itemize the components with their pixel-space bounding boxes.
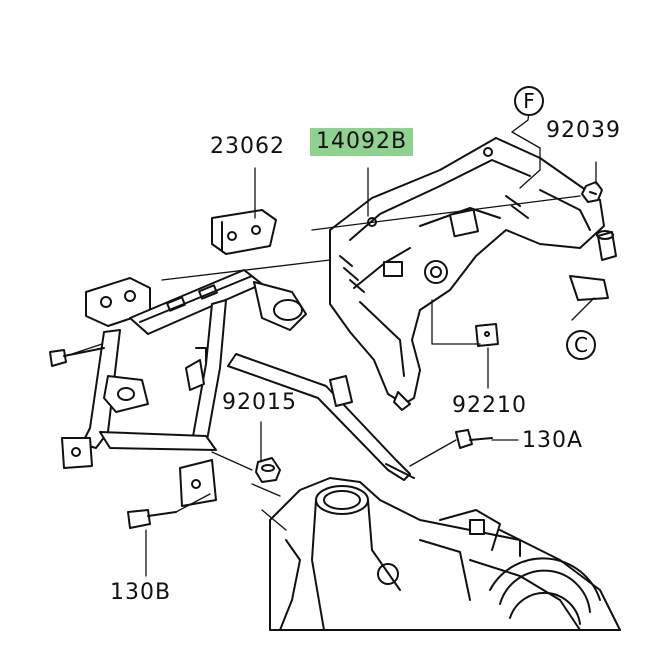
- label-130A: 130A: [522, 428, 584, 453]
- bracket-14092B: [329, 137, 609, 411]
- callout-c: C: [566, 330, 596, 360]
- bolt-left: [49, 347, 105, 367]
- label-92015: 92015: [222, 390, 297, 415]
- subframe-assembly: [61, 269, 307, 507]
- bracket-23062: [211, 209, 277, 255]
- bolt-130B: [127, 509, 177, 529]
- bolt-130A: [455, 429, 493, 449]
- label-14092B: 14092B: [310, 128, 414, 156]
- label-23062: 23062: [210, 134, 285, 159]
- label-92039: 92039: [546, 118, 621, 143]
- bolt-92039: [581, 181, 603, 203]
- callout-f: F: [514, 86, 544, 116]
- nut-92210: [475, 323, 499, 347]
- main-frame-section: [269, 477, 621, 631]
- label-130B: 130B: [110, 580, 172, 605]
- leader-lines: [65, 101, 597, 577]
- grommet-92015: [255, 457, 281, 483]
- collar-right: [596, 230, 617, 261]
- stay-rod: [227, 353, 415, 481]
- label-92210: 92210: [452, 393, 527, 418]
